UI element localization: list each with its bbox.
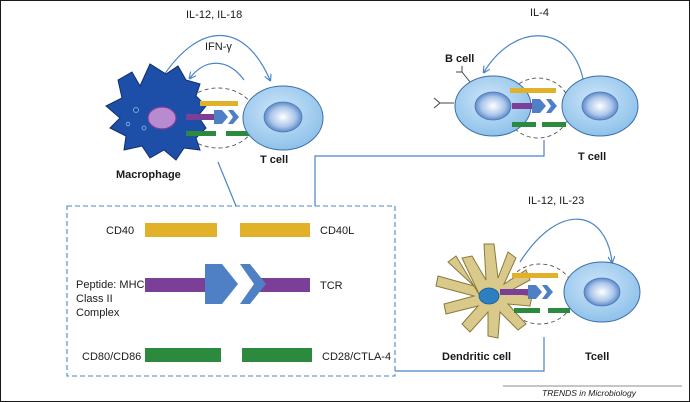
legend-cd28-ctla4-label: CD28/CTLA-4 (322, 351, 391, 363)
legend-peptide-mhc-line1: Peptide: MHC (76, 279, 145, 291)
cd40-bar (145, 223, 217, 237)
b-cell-nucleus (474, 91, 512, 121)
il12-il23-label: IL-12, IL-23 (528, 195, 584, 207)
connector-lines (217, 140, 545, 372)
ifn-gamma-arrow (190, 62, 245, 81)
il4-label: IL-4 (530, 7, 549, 19)
legend-box (66, 205, 396, 377)
macrophage-t-cell-label: T cell (260, 154, 288, 166)
ifn-gamma-label: IFN-γ (205, 41, 232, 53)
macrophage-t-cell-nucleus (263, 101, 303, 133)
legend-peptide-mhc-line2: Class II (76, 293, 113, 305)
b-cell-receptors (433, 66, 471, 109)
legend-peptide-mhc-line3: Complex (76, 307, 120, 319)
tcr-bar (258, 278, 310, 292)
macrophage-label: Macrophage (116, 169, 181, 181)
legend-cd40l-label: CD40L (320, 225, 354, 237)
b-cell-t-cell-label: T cell (578, 151, 606, 163)
tcr-chevron-shape (240, 264, 266, 304)
il12-il18-label: IL-12, IL-18 (186, 9, 242, 21)
legend-cd40-label: CD40 (106, 225, 134, 237)
peptide-mhc-shape (205, 264, 238, 304)
b-cell-label: B cell (445, 53, 474, 65)
bcell-tcell-interaction: IL-4 B cell T cell (433, 7, 639, 163)
credit-text: TRENDS in Microbiology (542, 388, 637, 398)
legend-tcr-label: TCR (320, 280, 343, 292)
cd28-ctla4-bar (242, 348, 312, 362)
il12-il18-arrow (161, 34, 270, 80)
cd40l-bar (240, 223, 310, 237)
dendritic-cell-label: Dendritic cell (442, 351, 511, 363)
legend-cd80-cd86-label: CD80/CD86 (82, 351, 141, 363)
il12-il23-arrow (519, 218, 612, 262)
dendritic-tcell-interaction: IL-12, IL-23 Dendritic cell Tcell (435, 195, 641, 363)
cd80-cd86-bar (145, 348, 221, 362)
dendritic-t-cell-label: Tcell (585, 351, 609, 363)
b-cell-t-cell-nucleus (581, 91, 619, 121)
dendritic-t-cell-nucleus (583, 277, 621, 307)
il4-arrow (484, 35, 585, 85)
macrophage-tcell-interaction: IL-12, IL-18 IFN-γ Macrophage T cell (105, 9, 324, 181)
dendritic-nucleus (478, 287, 500, 305)
macrophage-nucleus (147, 106, 177, 130)
mhc-bar (145, 278, 207, 292)
